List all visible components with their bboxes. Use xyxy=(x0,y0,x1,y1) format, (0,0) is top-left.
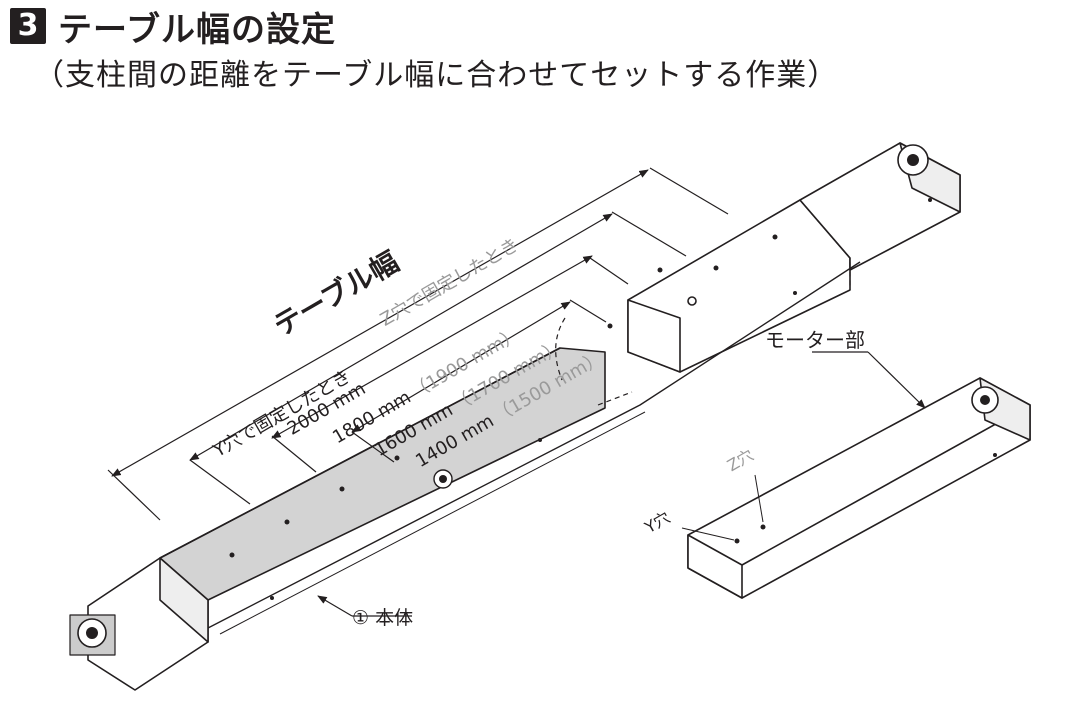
page-title: テーブル幅の設定 xyxy=(58,9,336,50)
page-subtitle: （支柱間の距離をテーブル幅に合わせてセットする作業） xyxy=(34,58,839,93)
dim-line-2000 xyxy=(111,169,649,477)
motor-label: モーター部 xyxy=(765,328,865,352)
table-width-label: テーブル幅 xyxy=(268,245,404,343)
motor-callout: モーター部 xyxy=(765,328,926,409)
dimension-lines xyxy=(107,167,729,521)
z-hole-label: Z穴 xyxy=(724,445,757,475)
main-body-label: ① 本体 xyxy=(352,607,413,629)
section-number-badge: 3 xyxy=(10,8,46,44)
main-body-callout: ① 本体 xyxy=(317,595,413,629)
y-hole-label: Y穴 xyxy=(641,508,674,538)
motor-unit xyxy=(687,377,1031,599)
title-row: 3 テーブル幅の設定 xyxy=(10,4,336,50)
dim-line-1400 xyxy=(351,301,571,433)
z-hole-fix-label: Z穴で固定したとき xyxy=(377,234,523,330)
